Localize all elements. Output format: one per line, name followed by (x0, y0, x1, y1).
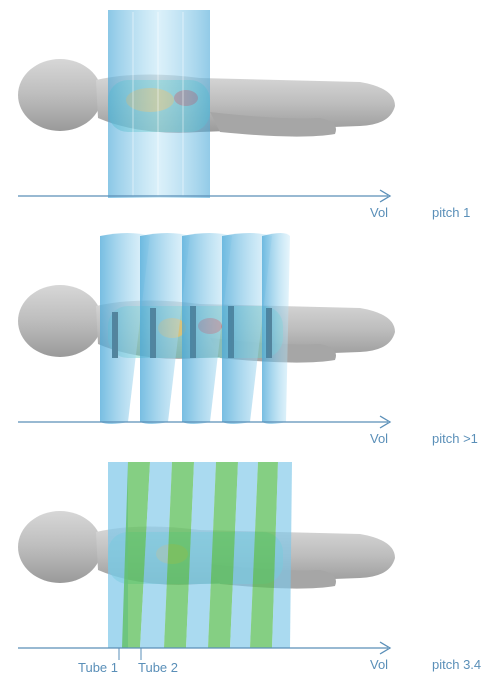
dual-source-beam-stripes (108, 462, 292, 648)
panel-pitch-gt-1: Vol pitch >1 (0, 226, 492, 452)
panel-pitch-3-4: Tube 1 Tube 2 Vol pitch 3.4 (0, 452, 492, 678)
pitch-3-4-illustration (0, 452, 492, 678)
xray-beam-volume (108, 10, 210, 198)
axis-label-vol: Vol (370, 431, 388, 446)
axis-label-vol: Vol (370, 657, 388, 672)
pitch-gt-1-illustration (0, 226, 492, 452)
tube-1-label: Tube 1 (78, 660, 118, 675)
tube-2-label: Tube 2 (138, 660, 178, 675)
panel-pitch-1: Vol pitch 1 (0, 0, 492, 226)
pitch-label: pitch 1 (432, 205, 470, 220)
axis-label-vol: Vol (370, 205, 388, 220)
pitch-label: pitch >1 (432, 431, 478, 446)
pitch-1-illustration (0, 0, 492, 226)
pitch-label: pitch 3.4 (432, 657, 481, 672)
